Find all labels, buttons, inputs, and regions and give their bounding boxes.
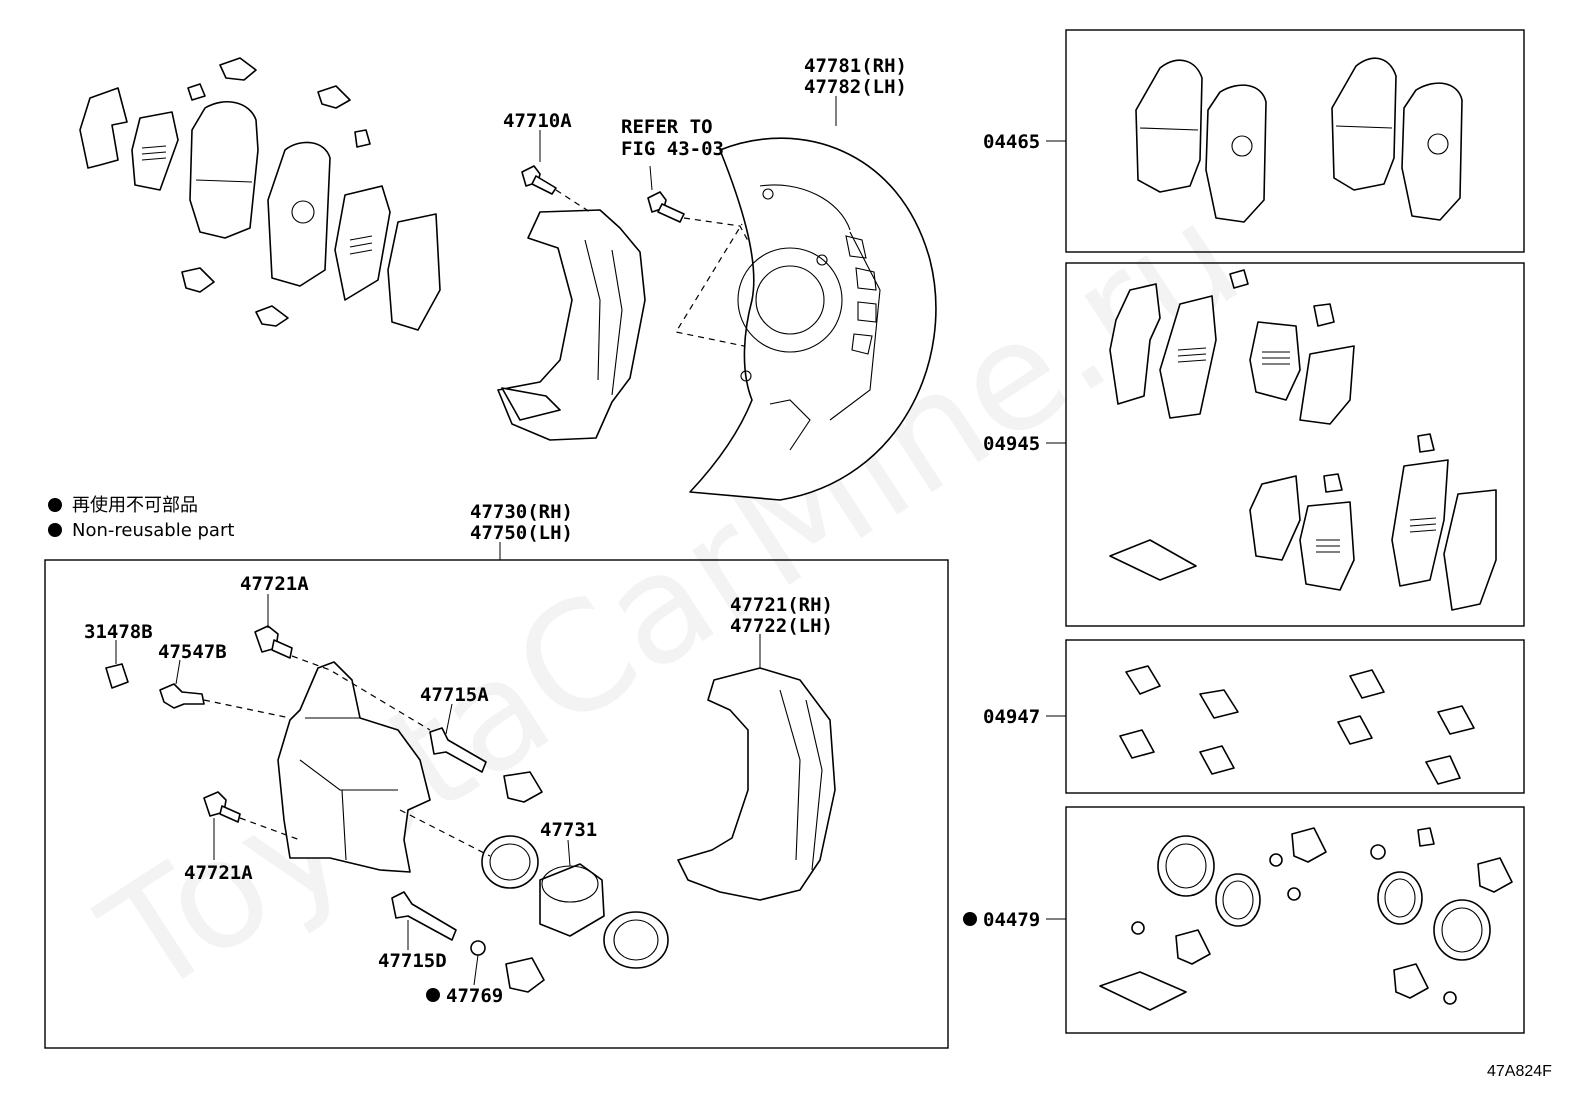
kit-04465-drawing <box>1135 57 1463 223</box>
label-47715a: 47715A <box>420 684 489 706</box>
label-kit-04945: 04945 <box>983 433 1040 455</box>
watermark: ToyotaCarMine.ru <box>74 171 1269 1031</box>
kit-04947-drawing <box>1119 665 1475 785</box>
caliper-assembly-drawing <box>105 625 836 993</box>
brake-pad-set-drawing <box>79 57 441 331</box>
kit-04945-box <box>1065 262 1525 627</box>
caliper-mounting-bracket-drawing <box>497 165 814 441</box>
label-47722-lh: 47722(LH) <box>730 615 833 637</box>
label-47782-lh: 47782(LH) <box>804 76 907 98</box>
label-kit-04947: 04947 <box>983 706 1040 728</box>
kit-04479-box <box>1065 806 1525 1034</box>
non-reusable-bullet-icon <box>48 498 62 512</box>
label-47769: 47769 <box>446 985 503 1007</box>
legend-japanese: 再使用不可部品 <box>72 495 198 516</box>
non-reusable-bullet-icon <box>48 523 62 537</box>
label-47721a-bottom: 47721A <box>184 862 253 884</box>
label-kit-04465: 04465 <box>983 131 1040 153</box>
label-47750-lh: 47750(LH) <box>470 522 573 544</box>
label-47721a-top: 47721A <box>240 573 309 595</box>
disc-dust-shield-drawing <box>689 137 937 501</box>
leader-lines <box>115 96 1066 986</box>
label-47721-rh: 47721(RH) <box>730 594 833 616</box>
legend: 再使用不可部品 Non-reusable part <box>48 495 234 541</box>
legend-english: Non-reusable part <box>72 520 234 541</box>
kit-04479-drawing <box>1099 827 1513 1011</box>
label-refer-fig: FIG 43-03 <box>621 138 724 160</box>
non-reusable-bullet-icon <box>963 912 977 926</box>
caliper-assembly-box <box>44 559 949 1049</box>
figure-code: 47A824F <box>1487 1063 1552 1080</box>
label-47547b: 47547B <box>158 641 227 663</box>
kit-04945-drawing <box>1109 269 1497 611</box>
label-refer-to: REFER TO <box>621 116 713 138</box>
non-reusable-bullet-icon <box>426 988 440 1002</box>
label-kit-04479: 04479 <box>983 909 1040 931</box>
label-47781-rh: 47781(RH) <box>804 55 907 77</box>
label-47731: 47731 <box>540 819 597 841</box>
label-47710a: 47710A <box>503 110 572 132</box>
label-47715d: 47715D <box>378 950 447 972</box>
label-31478b: 31478B <box>84 621 153 643</box>
label-47730-rh: 47730(RH) <box>470 501 573 523</box>
